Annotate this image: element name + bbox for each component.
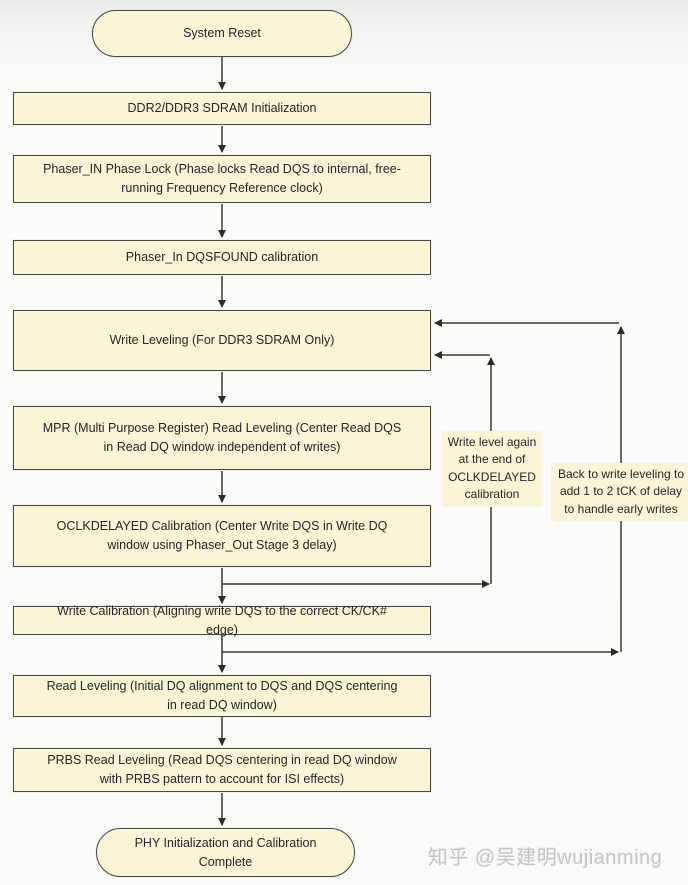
annotation-line: add 1 to 2 tCK of delay (559, 484, 683, 499)
annotation-line: at the end of (458, 452, 526, 467)
node-dqsfound-calibration: Phaser_In DQSFOUND calibration (13, 240, 431, 275)
node-mpr-read-leveling: MPR (Multi Purpose Register) Read Leveli… (13, 406, 431, 470)
node-prbs-read-leveling: PRBS Read Leveling (Read DQS centering i… (13, 748, 431, 792)
node-label: Phaser_IN Phase Lock (Phase locks Read D… (43, 162, 401, 195)
annotation-line: to handle early writes (564, 501, 678, 516)
node-label: System Reset (183, 26, 261, 41)
node-label: OCLKDELAYED Calibration (Center Write DQ… (56, 519, 388, 552)
node-label: Phaser_In DQSFOUND calibration (125, 250, 319, 265)
node-read-leveling: Read Leveling (Initial DQ alignment to D… (13, 675, 431, 717)
node-label: DDR2/DDR3 SDRAM Initialization (127, 101, 317, 116)
annotation-write-level-again: Write level again at the end of OCLKDELA… (442, 431, 542, 507)
node-sdram-init: DDR2/DDR3 SDRAM Initialization (13, 92, 431, 125)
node-label: PRBS Read Leveling (Read DQS centering i… (47, 753, 397, 786)
watermark-zhihu: 知乎 @吴建明wujianming (428, 847, 663, 869)
annotation-back-to-write-leveling: Back to write leveling to add 1 to 2 tCK… (551, 463, 688, 522)
node-label: MPR (Multi Purpose Register) Read Leveli… (42, 421, 402, 454)
annotation-line: calibration (464, 487, 520, 502)
node-label: Write Calibration (Aligning write DQS to… (57, 603, 387, 637)
node-write-calibration: Write Calibration (Aligning write DQS to… (13, 604, 431, 637)
node-oclkdelayed-calibration: OCLKDELAYED Calibration (Center Write DQ… (13, 505, 431, 567)
node-label: Read Leveling (Initial DQ alignment to D… (46, 679, 398, 712)
node-write-leveling: Write Leveling (For DDR3 SDRAM Only) (13, 310, 431, 371)
node-phaser-in-phase-lock: Phaser_IN Phase Lock (Phase locks Read D… (13, 155, 431, 203)
node-label: PHY Initialization and Calibration Compl… (134, 835, 317, 869)
node-label: Write Leveling (For DDR3 SDRAM Only) (109, 333, 335, 348)
annotation-line: Back to write leveling to (557, 467, 685, 481)
node-phy-complete: PHY Initialization and Calibration Compl… (96, 828, 355, 877)
annotation-line: Write level again (447, 435, 537, 449)
annotation-line: OCLKDELAYED (448, 469, 536, 484)
node-system-reset: System Reset (92, 10, 352, 57)
